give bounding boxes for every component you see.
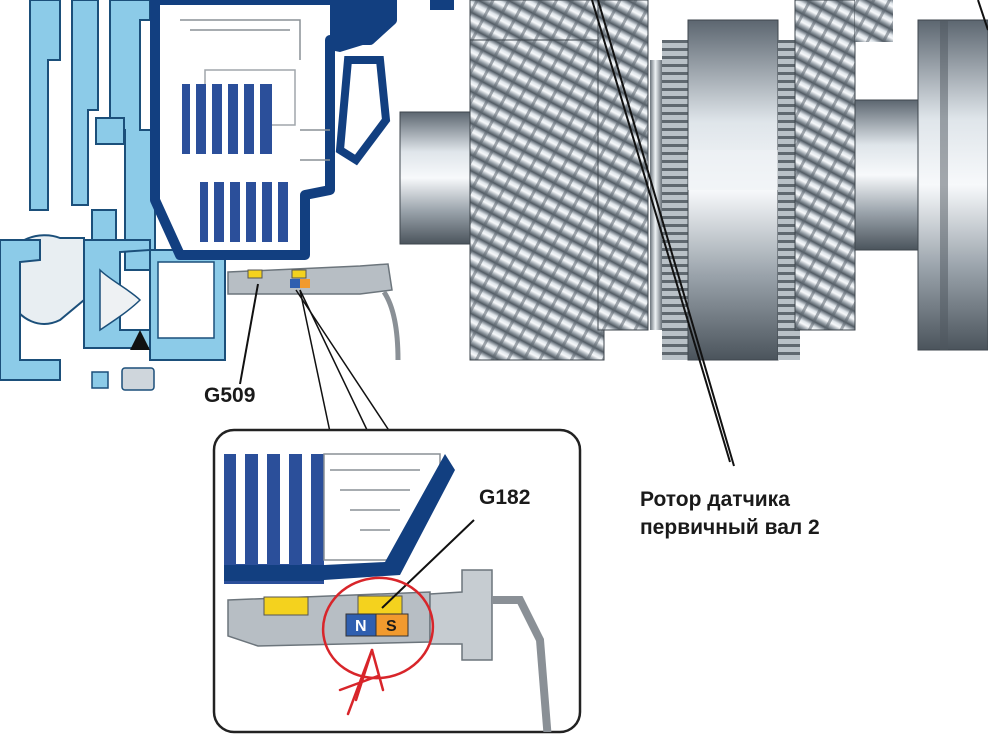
gear-shaft-assembly bbox=[400, 0, 988, 360]
zoom-inset: N S bbox=[214, 430, 580, 740]
magnet-north-label: N bbox=[355, 618, 367, 635]
magnet-south-label: S bbox=[386, 618, 397, 635]
label-sensor-rotor-line1: Ротор датчика bbox=[640, 486, 820, 514]
label-g509: G509 bbox=[204, 384, 255, 408]
label-sensor-rotor: Ротор датчика первичный вал 2 bbox=[640, 486, 820, 542]
label-g182: G182 bbox=[479, 486, 530, 510]
label-sensor-rotor-line2: первичный вал 2 bbox=[640, 514, 820, 542]
